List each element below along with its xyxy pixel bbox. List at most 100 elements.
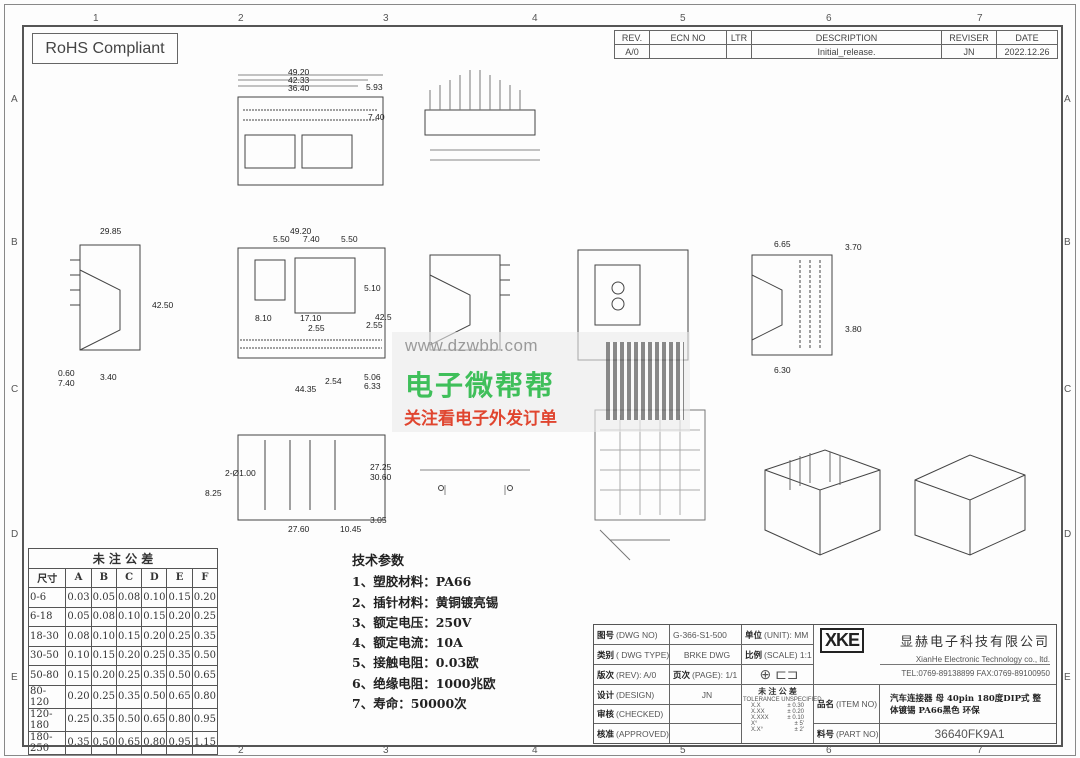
- tolerance-cell: 0.05: [65, 606, 92, 627]
- tolerance-cell: 0.95: [191, 707, 219, 732]
- zone-row-b: B: [11, 237, 18, 248]
- tolerance-cell: 0.35: [141, 665, 168, 686]
- scale-field: 比例(SCALE) 1:1: [742, 645, 814, 665]
- tolerance-cell: 0.03: [65, 587, 92, 608]
- tolerance-cell: 0.50: [191, 645, 219, 666]
- revision-row: A/0 Initial_release. JN 2022.12.26: [614, 44, 1058, 59]
- tolerance-cell: 18-30: [27, 626, 67, 647]
- tolerance-cell: 0.80: [141, 730, 168, 755]
- title-block: 图号(DWG NO) G-366-S1-500 单位(UNIT): MM 类别(…: [593, 624, 1057, 744]
- tolerance-cell: 0.10: [90, 626, 117, 647]
- tolerance-cell: 1.15: [191, 730, 219, 755]
- zone-row-e-right: E: [1064, 672, 1071, 683]
- tol-row: X°± 5': [743, 721, 812, 727]
- zone-col-2: 2: [238, 13, 244, 24]
- tolerance-cell: 0.08: [115, 587, 143, 608]
- tolerance-cell: 0.35: [65, 730, 92, 755]
- dim-label: 7.40: [368, 112, 385, 122]
- checked-value: [670, 705, 742, 724]
- dim-label: 44.35: [295, 384, 317, 394]
- tolerance-cell: 0.08: [65, 626, 92, 647]
- dwg-type-label: 类别( DWG TYPE): [594, 645, 670, 665]
- dim-label: 8.10: [255, 313, 272, 323]
- tolerance-cell: 0.20: [115, 645, 143, 666]
- tolerance-cell: 0.20: [90, 665, 117, 686]
- zone-col-3: 3: [383, 13, 389, 24]
- dim-label: 42.5: [375, 312, 392, 322]
- dim-label: 42.33: [288, 75, 310, 85]
- dim-label: 2.55: [366, 320, 383, 330]
- tolerance-cell: 0.15: [166, 587, 193, 608]
- dim-label: 49.20: [288, 67, 310, 77]
- dim-label: 7.40: [58, 378, 75, 388]
- zone-col-5-bottom: 5: [680, 745, 686, 756]
- tolerance-header-cell: F: [191, 567, 219, 588]
- tolerance-cell: 0.25: [166, 626, 193, 647]
- zone-row-d: D: [11, 529, 19, 540]
- tech-item: 6、绝缘电阻：1000兆欧: [352, 675, 496, 691]
- tolerance-cell: 0.15: [65, 665, 92, 686]
- design-value: JN: [670, 685, 742, 705]
- tolerance-cell: 0.50: [115, 707, 143, 732]
- tolerance-cell: 0.25: [191, 606, 219, 627]
- company-name-en: XianHe Electronic Technology co., ltd.: [880, 655, 1050, 665]
- tolerance-cell: 0.08: [90, 606, 117, 627]
- tol-cell: ± 2': [794, 727, 804, 733]
- tolerance-cell: 120-180: [27, 707, 67, 732]
- dim-label: 5.06: [364, 372, 381, 382]
- company-block: XKE 显赫电子科技有限公司 XianHe Electronic Technol…: [814, 625, 1056, 685]
- tol-row: X.XXX± 0.10: [743, 715, 812, 721]
- tol-title: 未 注 公 差: [758, 687, 797, 696]
- unit-field: 单位(UNIT): MM: [742, 625, 814, 645]
- tolerance-cell: 0.65: [141, 707, 168, 732]
- outer-border: [4, 4, 1076, 756]
- zone-row-c-right: C: [1064, 384, 1072, 395]
- dim-label: 2-Ø1.00: [225, 468, 256, 478]
- front-view: [237, 247, 386, 359]
- tech-item: 4、额定电流：10A: [352, 635, 463, 651]
- tol-cell: X°: [751, 721, 758, 727]
- zone-col-5: 5: [680, 13, 686, 24]
- tolerance-cell: 0.35: [115, 684, 143, 709]
- tolerance-cell: 6-18: [27, 606, 67, 627]
- revision-table: REV. ECN NO LTR DESCRIPTION REVISER DATE…: [614, 30, 1058, 59]
- tolerance-cell: 0.20: [166, 606, 193, 627]
- tolerance-cell: 0.15: [115, 626, 143, 647]
- dim-label: 27.60: [288, 524, 310, 534]
- tol-row: X.X° ± 2': [743, 727, 812, 733]
- item-no-label: 品名(ITEM NO): [814, 685, 880, 724]
- tolerance-cell: 0.35: [166, 645, 193, 666]
- dim-label: 3.80: [845, 324, 862, 334]
- tolerance-cell: 0.35: [191, 626, 219, 647]
- tolerance-header-cell: C: [115, 567, 143, 588]
- tol-cell: X.X: [751, 703, 761, 709]
- item-description: 汽车连接器 母 40pin 180度DIP式 整体镀锡 PA66黑色 环保: [880, 685, 1056, 724]
- tolerance-header-cell: E: [166, 567, 193, 588]
- zone-row-a-right: A: [1064, 94, 1071, 105]
- tol-cell: X.X°: [751, 727, 764, 733]
- dim-label: 17.10: [300, 313, 322, 323]
- tolerance-cell: 0.95: [166, 730, 193, 755]
- tol-cell: X.XX: [751, 709, 765, 715]
- tol-cell: ± 0.10: [787, 715, 804, 721]
- tol-subtitle: TOLERANCE UNSPECIFIED: [743, 697, 822, 703]
- tolerance-cell: 0.15: [141, 606, 168, 627]
- tolerance-cell: 0.65: [115, 730, 143, 755]
- dim-label: 0.60: [58, 368, 75, 378]
- bottom-view: [237, 434, 386, 521]
- technical-parameters: 技术参数 1、塑胶材料：PA66 2、插针材料：黄铜镀亮锡 3、额定电压：250…: [352, 552, 498, 714]
- watermark-slogan: 关注看电子外发订单: [404, 409, 557, 428]
- dim-label: 30.60: [370, 472, 392, 482]
- tolerance-cell: 0.25: [141, 645, 168, 666]
- tolerance-cell: 0.65: [166, 684, 193, 709]
- dim-label: 2.54: [325, 376, 342, 386]
- tolerance-title: 未 注 公 差: [28, 548, 218, 569]
